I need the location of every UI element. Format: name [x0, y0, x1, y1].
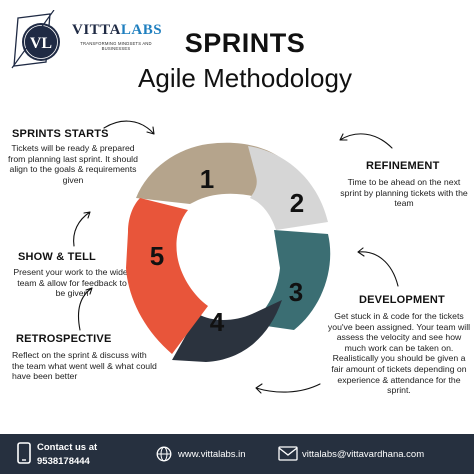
vittalabs-logo: VL — [11, 10, 60, 69]
globe-icon — [156, 446, 172, 462]
contact-phone[interactable]: 9538178444 — [37, 456, 90, 467]
stage-2-number: 2 — [290, 188, 304, 218]
sprint-cycle-diagram: 1 2 3 4 5 — [126, 142, 331, 362]
email-icon — [278, 446, 298, 461]
stage-1-segment — [136, 142, 278, 204]
arrow-top-left-icon — [103, 120, 155, 135]
brand-name: VITTALABS — [72, 22, 162, 39]
contact-label: Contact us at — [37, 442, 98, 453]
stage-1-heading: SPRINTS STARTS — [12, 128, 109, 140]
phone-icon — [17, 442, 31, 464]
arrow-mid-left-icon — [73, 211, 91, 247]
arrow-bottom-right-icon — [255, 383, 321, 394]
brand-name-main: VITTA — [72, 22, 121, 38]
stage-5-number: 5 — [150, 241, 164, 271]
footer-bar — [0, 434, 474, 474]
brand-name-accent: LABS — [120, 22, 163, 38]
arrow-top-right-icon — [339, 133, 393, 149]
stage-3-number: 3 — [289, 277, 303, 307]
arrow-bottom-left-icon — [77, 287, 93, 331]
stage-1-number: 1 — [200, 164, 214, 194]
decorative-arrows — [73, 120, 399, 394]
arrow-mid-right-icon — [357, 247, 399, 287]
stage-1-text: Tickets will be ready & prepared from pl… — [8, 143, 138, 185]
stage-2-heading: REFINEMENT — [366, 160, 440, 172]
page-subtitle: Agile Methodology — [138, 63, 352, 93]
stage-4-text: Reflect on the sprint & discuss with the… — [12, 350, 157, 382]
page-title: SPRINTS — [184, 28, 306, 58]
stage-5-heading: SHOW & TELL — [18, 251, 96, 263]
logo-letters: VL — [30, 35, 52, 52]
stage-4-number: 4 — [210, 307, 225, 337]
stage-3-text: Get stuck in & code for the tickets you'… — [327, 311, 471, 396]
brand-tagline: TRANSFORMING MINDSETS AND BUSINESSES — [80, 41, 152, 51]
email-link[interactable]: vittalabs@vittavardhana.com — [302, 449, 425, 460]
stage-5-text: Present your work to the wider team & al… — [13, 267, 131, 299]
website-link[interactable]: www.vittalabs.in — [178, 449, 246, 460]
stage-4-heading: RETROSPECTIVE — [16, 333, 112, 345]
stage-2-text: Time to be ahead on the next sprint by p… — [340, 177, 468, 209]
stage-5-segment — [126, 198, 208, 354]
stage-3-heading: DEVELOPMENT — [359, 294, 445, 306]
logo-emblem: VL — [11, 10, 60, 69]
stage-2-segment — [248, 146, 328, 230]
